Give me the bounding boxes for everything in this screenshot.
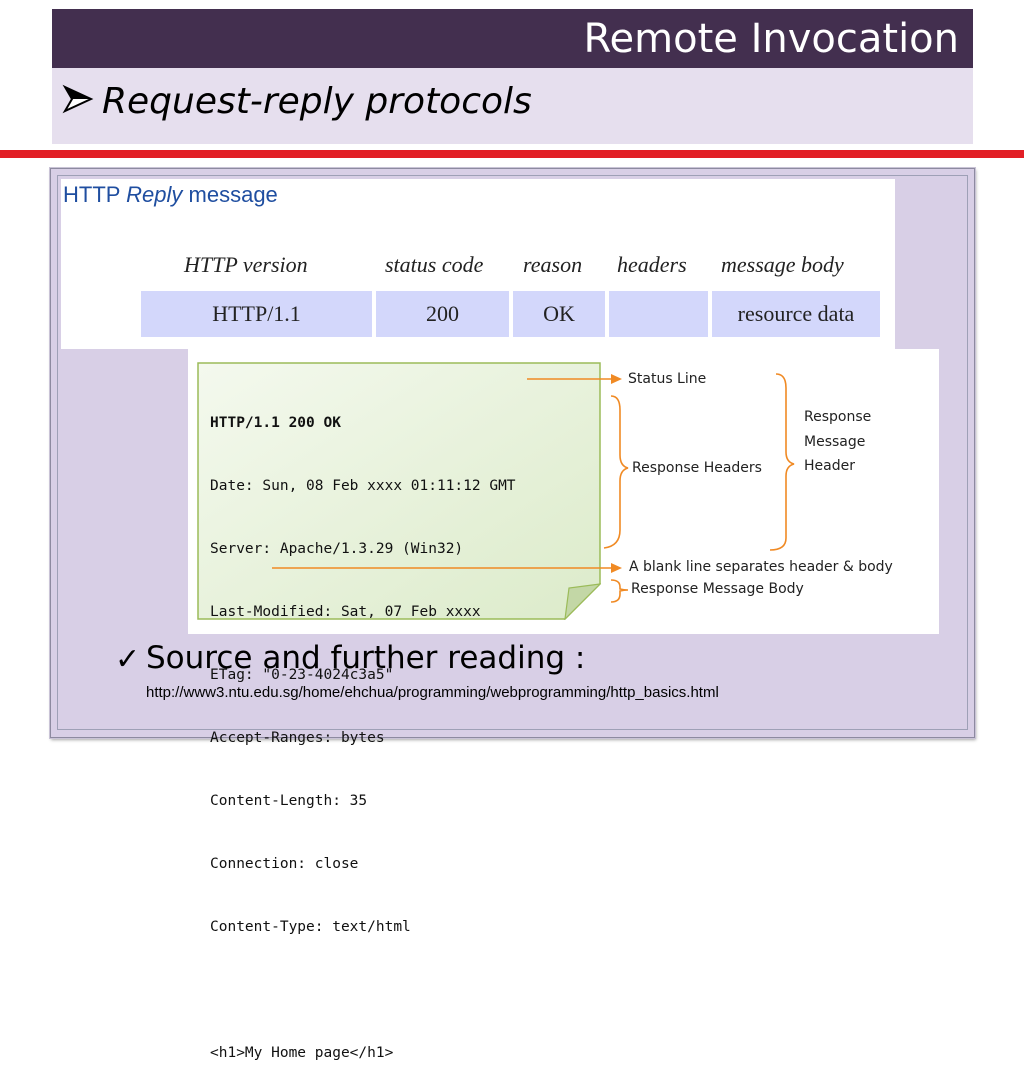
heading-suffix: message <box>182 182 278 207</box>
header-line: Date: Sun, 08 Feb xxxx 01:11:12 GMT <box>210 478 516 494</box>
heading-italic: Reply <box>126 182 183 207</box>
check-icon: ✓ <box>115 642 141 677</box>
column-header-http-version: HTTP version <box>184 252 308 277</box>
subtitle-bar <box>52 68 973 144</box>
column-header-headers: headers <box>617 252 687 277</box>
column-header-status-code: status code <box>385 252 484 277</box>
heading-prefix: HTTP <box>63 182 127 207</box>
cell-message-body: resource data <box>712 291 880 337</box>
header-line: Content-Length: 35 <box>210 793 368 809</box>
response-body-brace <box>610 579 629 603</box>
blank-line-label: A blank line separates header & body <box>629 559 893 575</box>
response-headers-brace <box>603 395 629 549</box>
cell-status-code: 200 <box>376 291 509 337</box>
note-paper-shape <box>197 362 601 620</box>
column-header-reason: reason <box>523 252 583 277</box>
red-divider <box>0 150 1024 158</box>
status-line-text: HTTP/1.1 200 OK <box>210 415 341 431</box>
blank-line <box>210 980 516 1001</box>
header-line: Content-Type: text/html <box>210 919 411 935</box>
response-message-header-brace <box>769 373 795 551</box>
annotation-overlay <box>272 373 795 603</box>
header-line: Last-Modified: Sat, 07 Feb xxxx <box>210 604 481 620</box>
header-line: ETag: "0-23-4024c3a5" <box>210 667 394 683</box>
response-message-header-label-line3: Header <box>804 458 855 474</box>
slide-title: Remote Invocation <box>583 16 959 62</box>
reply-table-heading: HTTP Reply message <box>63 182 278 208</box>
header-line: Connection: close <box>210 856 359 872</box>
source-label: Source and further reading : <box>146 640 586 676</box>
response-headers-label: Response Headers <box>632 460 762 476</box>
slide-subtitle: Request-reply protocols <box>102 81 532 122</box>
title-bar: Remote Invocation <box>52 9 973 68</box>
status-line-label: Status Line <box>628 371 707 387</box>
response-message-header-label-line1: Response <box>804 409 872 425</box>
column-header-message-body: message body <box>721 252 844 277</box>
response-message-header-label-line2: Message <box>804 434 866 450</box>
blank-line-arrowhead <box>611 563 622 573</box>
response-body-label: Response Message Body <box>631 581 804 597</box>
cell-headers <box>609 291 708 337</box>
cell-reason: OK <box>513 291 605 337</box>
header-line: Server: Apache/1.3.29 (Win32) <box>210 541 464 557</box>
cell-http-version: HTTP/1.1 <box>141 291 372 337</box>
status-line-arrowhead <box>611 374 622 384</box>
header-line: Accept-Ranges: bytes <box>210 730 385 746</box>
content-frame-inner-border <box>57 175 968 730</box>
arrowhead-bullet-icon <box>62 84 94 114</box>
body-line: <h1>My Home page</h1> <box>210 1045 394 1061</box>
source-url-link[interactable]: http://www3.ntu.edu.sg/home/ehchua/progr… <box>146 684 719 701</box>
